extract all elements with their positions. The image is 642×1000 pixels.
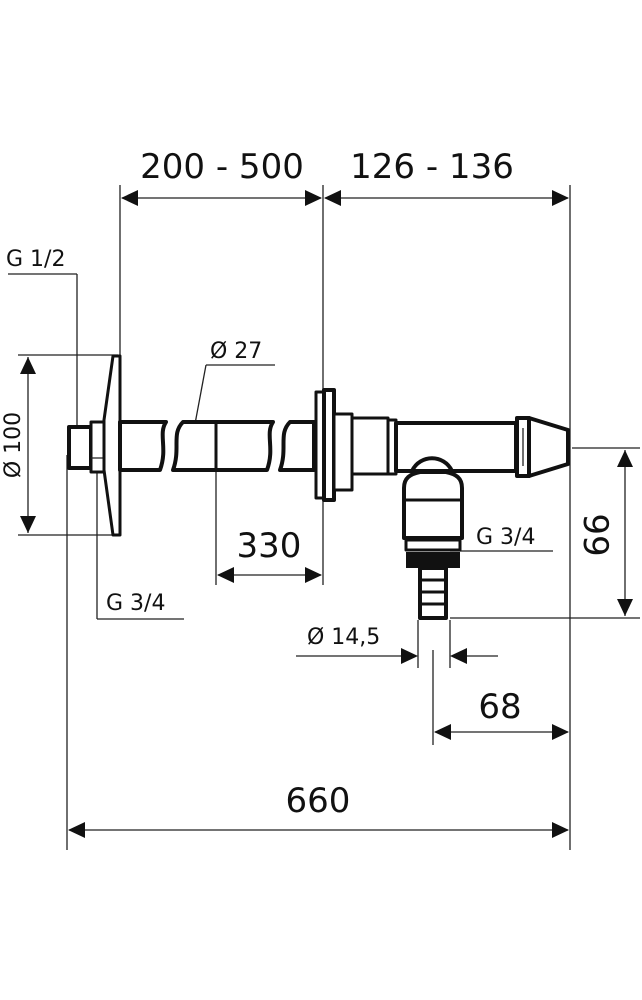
hose-offset-label: 68 (478, 687, 521, 727)
dimension-min-pipe-length: 330 (217, 526, 322, 583)
extension-lines (18, 185, 640, 850)
dimension-total-length: 660 (68, 781, 569, 838)
rosette-diameter-label: Ø 100 (1, 412, 26, 478)
dimension-hose-nozzle-diameter: Ø 14,5 (296, 625, 498, 664)
inlet-outer-thread-label: G 3/4 (106, 591, 165, 616)
dimension-rosette-diameter: Ø 100 (1, 357, 36, 533)
pipe-body (118, 420, 316, 472)
pipe-diameter-label: Ø 27 (210, 339, 262, 364)
outlet-thread-label: G 3/4 (476, 525, 535, 550)
dimension-wall-thickness: 200 - 500 (121, 147, 322, 206)
total-length-label: 660 (286, 781, 351, 821)
outlet-projection-label: 126 - 136 (350, 147, 514, 187)
leader-pipe-diameter: Ø 27 (191, 339, 275, 441)
hose-outlet (402, 456, 464, 620)
min-pipe-length-label: 330 (237, 526, 302, 566)
leader-inlet-outer-thread: G 3/4 (96, 450, 184, 620)
leader-inlet-thread: G 1/2 (6, 247, 78, 445)
inlet-fitting (67, 354, 122, 537)
dimension-outlet-height: 99 (575, 450, 633, 616)
dimension-outlet-projection: 126 - 136 (324, 147, 569, 206)
outlet-height-label: 99 (575, 513, 615, 556)
inlet-thread-label: G 1/2 (6, 247, 65, 272)
valve-body (314, 388, 570, 502)
wall-thickness-label: 200 - 500 (140, 147, 304, 187)
dimension-hose-offset: 68 (434, 687, 569, 740)
leader-outlet-thread: G 3/4 (450, 525, 553, 552)
hose-nozzle-diameter-label: Ø 14,5 (307, 625, 380, 650)
